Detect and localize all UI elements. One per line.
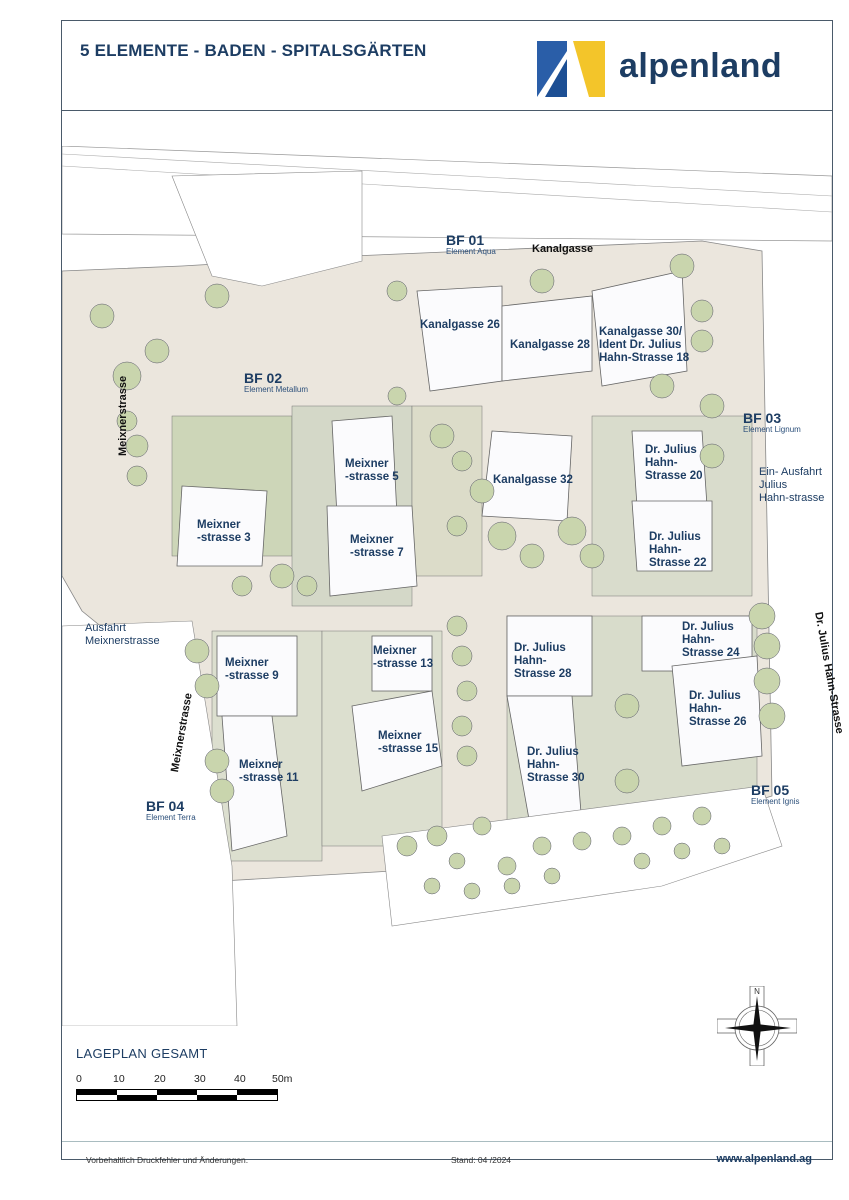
building-kanalgasse-28: Kanalgasse 28 <box>510 339 590 351</box>
building-meixner-9: Meixner -strasse 9 <box>225 657 279 682</box>
bf-code: BF 04 <box>146 798 185 814</box>
plan-title: LAGEPLAN GESAMT <box>76 1046 208 1061</box>
footer-date: Stand: 04 /2024 <box>451 1155 512 1165</box>
header: 5 ELEMENTE - BADEN - SPITALSGÄRTEN alpen… <box>62 21 832 111</box>
bf-01-label: BF 01 Element Aqua <box>446 233 496 256</box>
bf-code: BF 02 <box>244 370 283 386</box>
bf-03-label: BF 03 Element Lignum <box>743 411 801 434</box>
bf-element: Element Lignum <box>743 425 801 434</box>
building-meixner-7: Meixner -strasse 7 <box>350 534 404 559</box>
building-kanalgasse-32: Kanalgasse 32 <box>493 474 573 486</box>
note-ausfahrt-meixner: Ausfahrt Meixnerstrasse <box>85 622 160 647</box>
building-hahn-20: Dr. Julius Hahn- Strasse 20 <box>645 444 703 482</box>
scale-bar-graphic <box>76 1089 278 1101</box>
building-meixner-13: Meixner -strasse 13 <box>373 645 434 670</box>
scale-tick: 10 <box>113 1073 125 1085</box>
building-hahn-26: Dr. Julius Hahn- Strasse 26 <box>689 690 747 728</box>
compass-icon: N <box>716 985 798 1067</box>
scale-tick: 20 <box>154 1073 166 1085</box>
building-hahn-22: Dr. Julius Hahn- Strasse 22 <box>649 531 707 569</box>
bf-code: BF 01 <box>446 232 485 248</box>
compass-rose: N <box>716 985 798 1067</box>
site-plan-map: BF 01 Element Aqua BF 02 Element Metallu… <box>62 146 845 1026</box>
bf-element: Element Terra <box>146 813 196 822</box>
building-meixner-3: Meixner -strasse 3 <box>197 519 251 544</box>
scale-tick: 0 <box>76 1073 82 1085</box>
building-kanalgasse-26: Kanalgasse 26 <box>420 319 500 331</box>
footer-disclaimer: Vorbehaltlich Druckfehler und Änderungen… <box>86 1155 249 1165</box>
building-hahn-24: Dr. Julius Hahn- Strasse 24 <box>682 621 740 659</box>
scale-tick: 30 <box>194 1073 206 1085</box>
building-hahn-28: Dr. Julius Hahn- Strasse 28 <box>514 642 572 680</box>
bf-element: Element Ignis <box>751 797 800 806</box>
bf-code: BF 05 <box>751 782 790 798</box>
page-title: 5 ELEMENTE - BADEN - SPITALSGÄRTEN <box>80 41 427 60</box>
scale-bar: 0 10 20 30 40 50m <box>76 1073 292 1113</box>
logo-text: alpenland <box>619 47 783 85</box>
building-meixner-15: Meixner -strasse 15 <box>378 730 439 755</box>
building-meixner-11: Meixner -strasse 11 <box>239 759 299 784</box>
bf-code: BF 03 <box>743 410 782 426</box>
street-meixnerstrasse-top: Meixnerstrasse <box>117 375 129 456</box>
site-plan-drawing <box>62 146 832 1026</box>
alpenland-logo-icon <box>537 41 605 97</box>
building-meixner-5: Meixner -strasse 5 <box>345 458 399 483</box>
bf-element: Element Metallum <box>244 385 309 394</box>
scale-tick: 40 <box>234 1073 246 1085</box>
scale-tick: 50m <box>272 1073 293 1085</box>
alpenland-logo: alpenland <box>537 41 807 101</box>
document-frame: 5 ELEMENTE - BADEN - SPITALSGÄRTEN alpen… <box>61 20 845 1165</box>
building-hahn-30: Dr. Julius Hahn- Strasse 30 <box>527 746 585 784</box>
bf-02-label: BF 02 Element Metallum <box>244 371 308 394</box>
note-einausfahrt-hahn: Ein- Ausfahrt Julius Hahn-strasse <box>759 466 825 504</box>
footer-divider <box>62 1141 832 1142</box>
street-kanalgasse: Kanalgasse <box>532 243 594 255</box>
compass-north-label: N <box>754 987 760 996</box>
bf-05-label: BF 05 Element Ignis <box>751 783 799 806</box>
building-kanalgasse-30: Kanalgasse 30/ Ident Dr. Julius Hahn-Str… <box>599 326 690 364</box>
bf-element: Element Aqua <box>446 247 496 256</box>
scale-ticks: 0 10 20 30 40 50m <box>76 1073 306 1085</box>
bf-04-label: BF 04 Element Terra <box>146 799 196 822</box>
footer-website-link[interactable]: www.alpenland.ag <box>716 1153 812 1165</box>
